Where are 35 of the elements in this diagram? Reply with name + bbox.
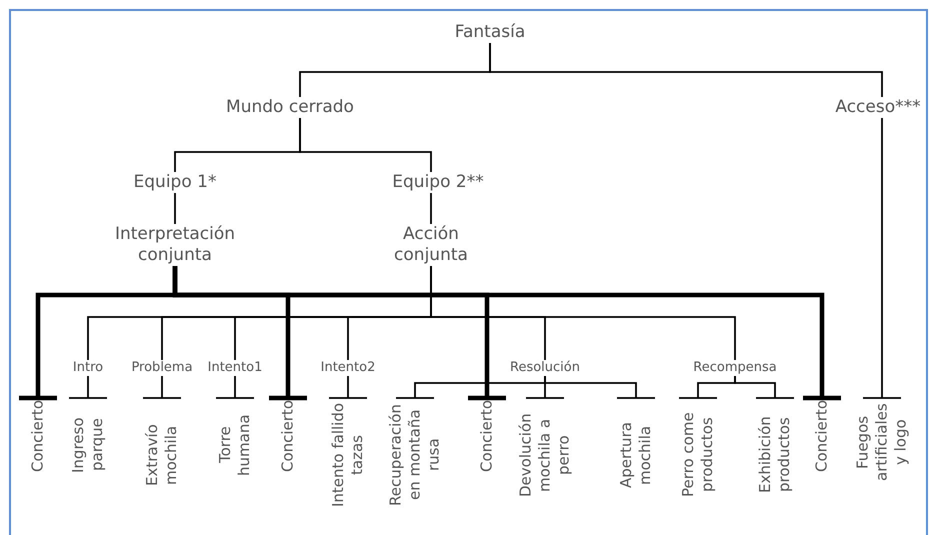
leaf-label: Devolución mochila a perro	[516, 400, 574, 510]
tree-label: Acción conjunta	[381, 224, 481, 266]
leaf-label: Recuperación en montaña rusa	[386, 400, 444, 510]
leaf-label: Intento fallido tazas	[329, 400, 367, 510]
segment-label: Recompensa	[693, 360, 777, 376]
leaf-label: Fuegos artificiales y logo	[854, 400, 910, 484]
leaf-label: Concierto	[28, 400, 48, 472]
tree-connector	[68, 375, 108, 399]
leaf-label: Ingreso parque	[69, 400, 107, 490]
tree-connector	[544, 375, 656, 399]
tree-connector	[328, 375, 368, 399]
tree-connector	[862, 117, 902, 399]
tree-connector	[430, 266, 736, 360]
leaf-label: Extravío mochila	[143, 400, 181, 510]
leaf-label: Apertura mochila	[617, 400, 655, 510]
tree-connector	[489, 43, 883, 97]
tree-connector	[215, 375, 255, 399]
tree-label: Mundo cerrado	[226, 97, 354, 118]
tree-label: Acceso***	[835, 97, 921, 118]
tree-connector	[299, 118, 432, 172]
tree-label: Fantasía	[454, 22, 526, 43]
tree-connector	[734, 375, 795, 399]
leaf-label: Concierto	[812, 400, 832, 472]
leaf-label: Perro come productos	[679, 400, 717, 510]
leaf-label: Torre humana	[216, 400, 254, 490]
tree-label: Equipo 1*	[134, 172, 216, 193]
leaf-label: Concierto	[278, 400, 298, 472]
leaf-label: Exhibición productos	[756, 400, 794, 510]
tree-label: Equipo 2**	[392, 172, 484, 193]
tree-connector	[142, 375, 182, 399]
tree-label: Interpretación conjunta	[90, 224, 260, 266]
tree-connector	[174, 193, 176, 224]
tree-connector	[172, 264, 844, 400]
tree-connector	[430, 193, 432, 224]
leaf-label: Concierto	[478, 400, 496, 472]
